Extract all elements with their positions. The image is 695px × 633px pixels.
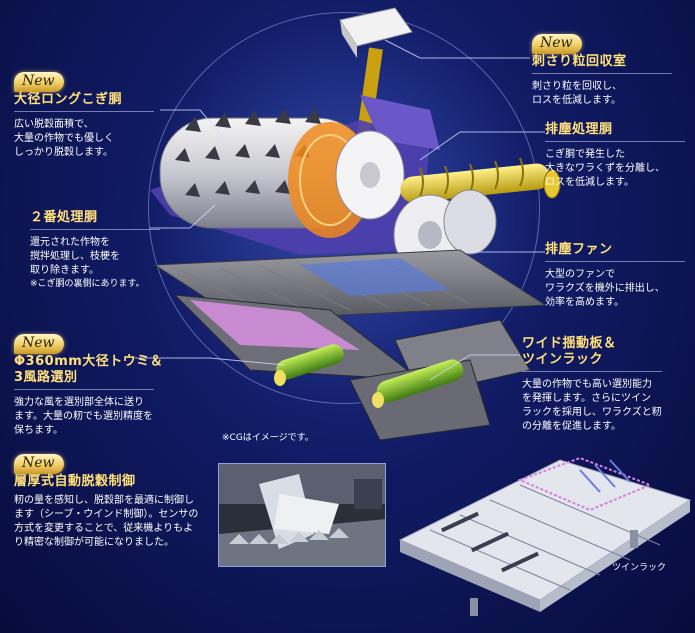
section-wide-board: ワイド揺動板＆ ツインラック 大量の作物でも高い選別能力 を発揮します。さらにツ… bbox=[522, 336, 692, 434]
section-sasari: New 刺さり粒回収室 刺さり粒を回収し、 ロスを低減します。 bbox=[532, 32, 692, 108]
section-second-drum: ２番処理胴 還元された作物を 撹拌処理し、枝梗を 取り除きます。 ※こぎ胴の裏側… bbox=[30, 210, 180, 291]
cg-note: ※CGはイメージです。 bbox=[222, 433, 314, 443]
second-drum-note: ※こぎ胴の裏側にあります。 bbox=[30, 279, 145, 289]
long-drum-description: 広い脱穀面積で、 大量の作物でも優しく しっかり脱穀します。 bbox=[14, 119, 114, 158]
new-badge: New bbox=[14, 454, 64, 474]
divider bbox=[545, 261, 685, 262]
new-badge: New bbox=[532, 34, 582, 54]
second-drum-description: 還元された作物を 撹拌処理し、枝梗を 取り除きます。 bbox=[30, 237, 120, 276]
auto-control-description: 籾の量を感知し、脱穀部を最適に制御し ます（シーブ・ウインド制御）。センサの 方… bbox=[14, 495, 199, 548]
twin-rack-caption: ツインラック bbox=[612, 563, 667, 573]
haijin-auger bbox=[400, 157, 561, 203]
wide-board-title-line2: ツインラック bbox=[522, 352, 604, 367]
new-badge: New bbox=[14, 334, 64, 354]
haijin-drum-title: 排塵処理胴 bbox=[545, 122, 613, 137]
divider bbox=[14, 389, 154, 390]
haijin-fan-title: 排塵ファン bbox=[545, 242, 613, 257]
haijin-drum-description: こぎ胴で発生した 大きなワラくずを分離し、 ロスを低減します。 bbox=[545, 149, 665, 188]
haijin-fan-description: 大型のファンで ワラクズを機外に排出し、 効率を高めます。 bbox=[545, 269, 665, 308]
auto-control-title: 層厚式自動脱穀制御 bbox=[14, 474, 136, 489]
lower-plates bbox=[173, 294, 531, 441]
sensor-photo-image bbox=[219, 464, 385, 566]
second-drum-title: ２番処理胴 bbox=[30, 210, 98, 225]
wide-board-description: 大量の作物でも高い選別能力 を発揮します。さらにツイン ラックを採用し、ワラクズ… bbox=[522, 379, 662, 432]
toumi-title-line1: Φ360mm大径トウミ＆ bbox=[14, 354, 164, 369]
divider bbox=[30, 229, 160, 230]
toumi-title-line2: 3風路選別 bbox=[14, 370, 78, 385]
wide-board-title-line1: ワイド揺動板＆ bbox=[522, 336, 617, 351]
new-badge: New bbox=[14, 72, 64, 92]
section-haijin-drum: 排塵処理胴 こぎ胴で発生した 大きなワラくずを分離し、 ロスを低減します。 bbox=[545, 122, 693, 190]
long-drum bbox=[159, 108, 405, 238]
divider bbox=[14, 111, 154, 112]
section-haijin-fan: 排塵ファン 大型のファンで ワラクズを機外に排出し、 効率を高めます。 bbox=[545, 242, 693, 310]
sensor-photo bbox=[218, 463, 386, 567]
long-drum-title: 大径ロングこぎ胴 bbox=[14, 92, 123, 107]
divider bbox=[545, 141, 685, 142]
toumi-description: 強力な風を選別部全体に送り ます。大量の籾でも選別精度を 保ちます。 bbox=[14, 397, 153, 436]
section-auto-control: New 層厚式自動脱穀制御 籾の量を感知し、脱穀部を最適に制御し ます（シーブ・… bbox=[14, 452, 214, 550]
section-toumi: New Φ360mm大径トウミ＆ 3風路選別 強力な風を選別部全体に送り ます。… bbox=[14, 332, 204, 438]
sasari-title: 刺さり粒回収室 bbox=[532, 54, 627, 69]
divider bbox=[522, 371, 662, 372]
sasari-description: 刺さり粒を回収し、 ロスを低減します。 bbox=[532, 81, 622, 106]
section-long-drum: New 大径ロングこぎ胴 広い脱穀面積で、 大量の作物でも優しく しっかり脱穀し… bbox=[14, 70, 184, 160]
divider bbox=[532, 73, 672, 74]
